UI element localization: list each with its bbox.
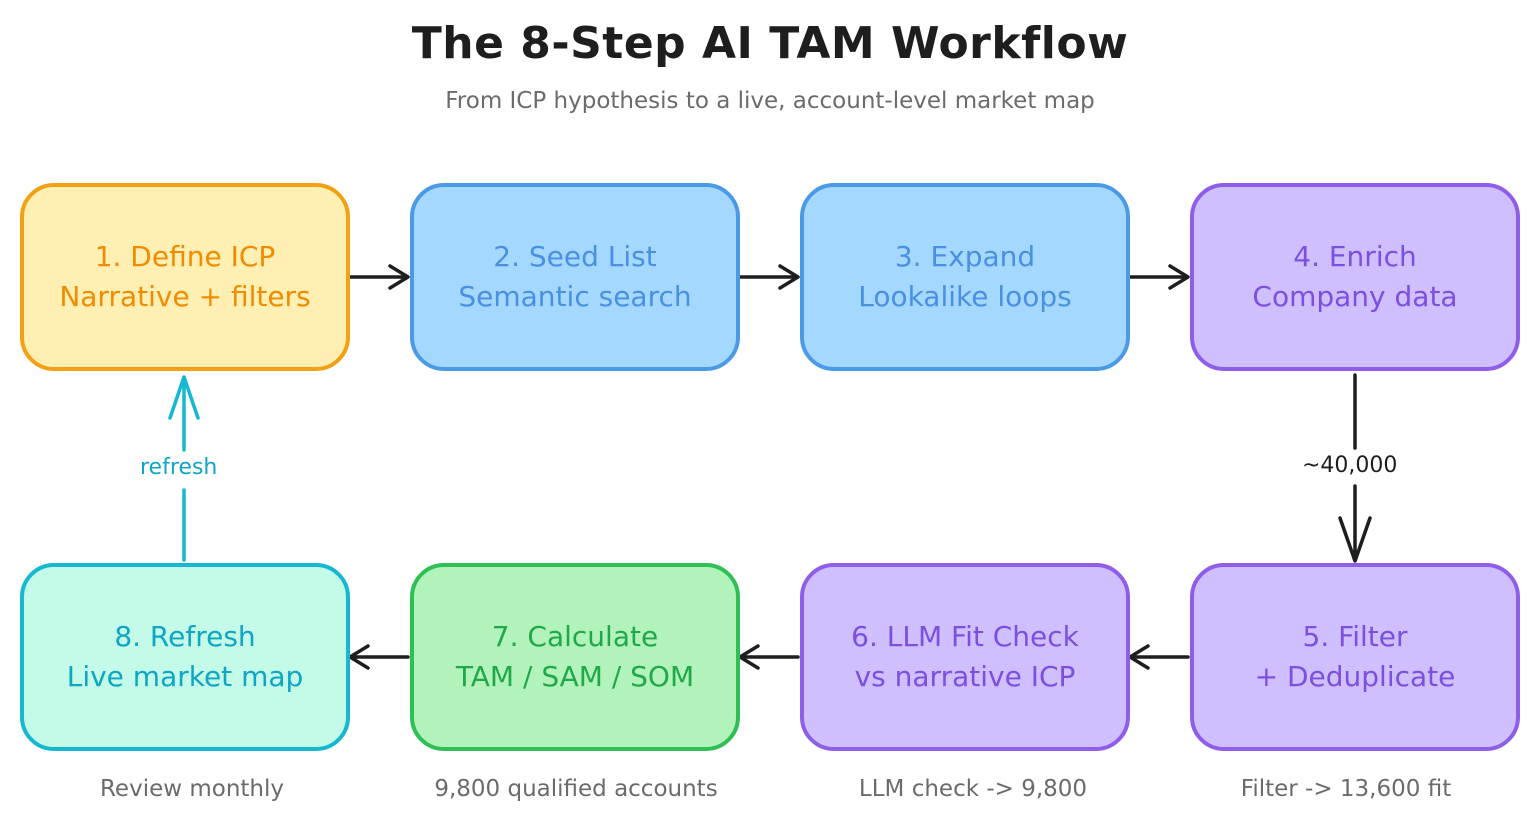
step-4-title: 4. Enrich xyxy=(1293,240,1417,273)
edge-label-refresh: refresh xyxy=(136,455,222,480)
step-2-detail: Semantic search xyxy=(458,280,692,313)
caption-step-6: LLM check -> 9,800 xyxy=(858,776,1088,802)
step-1-title: 1. Define ICP xyxy=(94,240,276,273)
step-5-title: 5. Filter xyxy=(1302,620,1408,653)
caption-step-8: Review monthly xyxy=(99,776,285,802)
step-2-title: 2. Seed List xyxy=(493,240,657,273)
step-1-define-icp: 1. Define ICP Narrative + filters xyxy=(20,183,350,371)
arrow-step5-to-step6 xyxy=(1128,644,1190,670)
step-8-title: 8. Refresh xyxy=(114,620,256,653)
step-6-detail: vs narrative ICP xyxy=(854,660,1076,693)
diagram-title: The 8-Step AI TAM Workflow xyxy=(411,18,1129,69)
step-3-detail: Lookalike loops xyxy=(858,280,1072,313)
arrow-step4-to-step5 xyxy=(1338,373,1372,563)
step-1-detail: Narrative + filters xyxy=(59,280,311,313)
step-3-title: 3. Expand xyxy=(894,240,1036,273)
step-7-calculate: 7. Calculate TAM / SAM / SOM xyxy=(410,563,740,751)
step-2-seed-list: 2. Seed List Semantic search xyxy=(410,183,740,371)
caption-step-5: Filter -> 13,600 fit xyxy=(1240,776,1452,802)
arrow-step2-to-step3 xyxy=(738,264,800,290)
arrow-step3-to-step4 xyxy=(1128,264,1190,290)
arrow-refresh-loop xyxy=(168,375,200,562)
step-8-detail: Live market map xyxy=(66,660,304,693)
step-6-title: 6. LLM Fit Check xyxy=(851,620,1079,653)
arrow-step1-to-step2 xyxy=(348,264,410,290)
step-5-detail: + Deduplicate xyxy=(1254,660,1456,693)
step-6-llm-fit-check: 6. LLM Fit Check vs narrative ICP xyxy=(800,563,1130,751)
arrow-step7-to-step8 xyxy=(348,644,410,670)
step-5-filter: 5. Filter + Deduplicate xyxy=(1190,563,1520,751)
diagram-subtitle: From ICP hypothesis to a live, account-l… xyxy=(445,88,1095,114)
edge-label-count: ~40,000 xyxy=(1298,453,1402,478)
step-7-detail: TAM / SAM / SOM xyxy=(455,660,695,693)
step-3-expand: 3. Expand Lookalike loops xyxy=(800,183,1130,371)
arrow-step6-to-step7 xyxy=(738,644,800,670)
step-8-refresh: 8. Refresh Live market map xyxy=(20,563,350,751)
step-4-detail: Company data xyxy=(1252,280,1458,313)
step-4-enrich: 4. Enrich Company data xyxy=(1190,183,1520,371)
caption-step-7: 9,800 qualified accounts xyxy=(434,776,718,802)
step-7-title: 7. Calculate xyxy=(491,620,659,653)
